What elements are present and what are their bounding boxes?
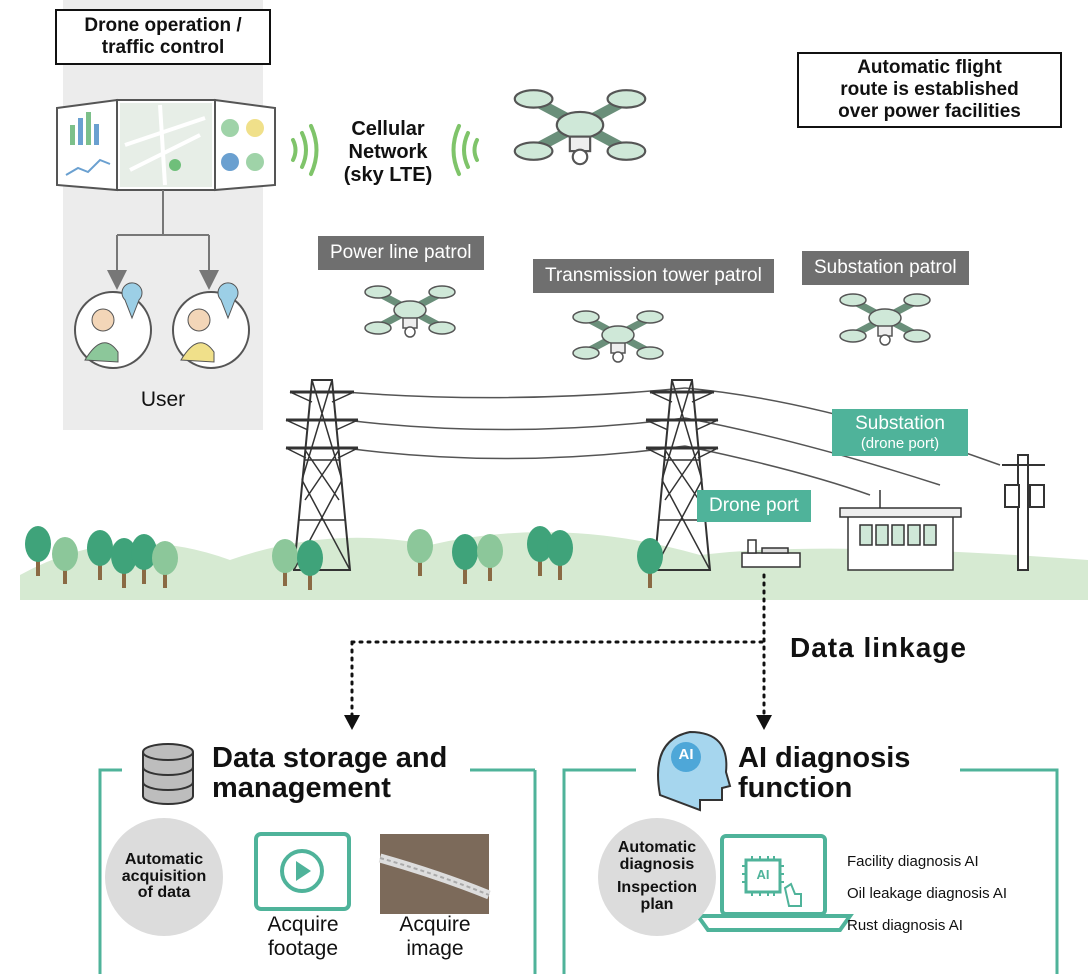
network-line2: Network	[348, 141, 428, 163]
acquire-footage-label: Acquire footage	[248, 913, 358, 961]
storage-frame	[98, 768, 537, 974]
storage-title: Data storage and management	[212, 743, 447, 804]
arrow-head-storage	[344, 715, 360, 730]
substation-port-line2: (drone port)	[860, 434, 940, 452]
substation-building-icon	[839, 490, 962, 571]
laptop-icon	[694, 834, 854, 932]
image-line2: image	[406, 937, 464, 961]
tower-patrol-tag: Transmission tower patrol	[533, 259, 774, 293]
auto-acq-line3: of data	[137, 884, 191, 902]
ai-title: AI diagnosis function	[738, 743, 910, 804]
acquire-image-label: Acquire image	[380, 913, 490, 961]
data-linkage-arrows	[350, 573, 766, 717]
drone-port-icon	[741, 539, 801, 568]
drone-power-line-icon	[365, 286, 455, 337]
ai-item-facility: Facility diagnosis AI	[847, 853, 979, 870]
user-label: User	[140, 388, 186, 411]
route-note-box: Automatic flight route is established ov…	[797, 52, 1062, 128]
auto-acquisition-circle: Automatic acquisition of data	[105, 818, 223, 936]
drone-large-icon	[515, 90, 646, 164]
footage-line2: footage	[267, 937, 339, 961]
utility-pole-icon	[1002, 454, 1045, 571]
ai-chip-text: AI	[756, 867, 770, 882]
control-to-user-arrows	[107, 190, 219, 290]
ai-item-oil-leakage: Oil leakage diagnosis AI	[847, 885, 1008, 902]
ai-head-icon	[657, 730, 732, 812]
ai-title-line2: function	[738, 772, 853, 805]
network-label: Cellular Network (sky LTE)	[318, 118, 458, 187]
data-linkage-label: Data linkage	[790, 632, 967, 663]
play-footage-icon	[254, 832, 351, 911]
wire-image-photo	[378, 834, 491, 914]
substation-port-tag: Substation (drone port)	[832, 409, 968, 457]
plan-line2: plan	[640, 895, 674, 913]
storage-title-line1: Data storage and	[212, 742, 448, 774]
image-line1: Acquire	[399, 913, 471, 936]
auto-diag-line2: diagnosis	[619, 856, 695, 874]
route-note-line1: Automatic flight	[857, 57, 1002, 78]
ai-title-line1: AI diagnosis	[738, 742, 911, 774]
user-avatars-icon	[74, 282, 250, 369]
signal-waves-icon	[291, 124, 479, 176]
auto-acq-line2: acquisition	[121, 867, 207, 885]
monitor-screens-icon	[56, 98, 276, 192]
ai-item-rust: Rust diagnosis AI	[847, 917, 963, 934]
database-icon	[142, 743, 194, 805]
route-note-line2: route is established	[840, 78, 1019, 100]
network-line3: (sky LTE)	[343, 164, 433, 186]
auto-diag-line1: Automatic	[617, 839, 697, 857]
power-line-patrol-tag: Power line patrol	[318, 236, 484, 270]
control-title-box: Drone operation / traffic control	[55, 9, 271, 65]
arrow-head-ai	[756, 715, 772, 730]
control-title-line1: Drone operation /	[84, 15, 242, 36]
drone-tower-icon	[573, 311, 663, 362]
ai-frame	[562, 768, 1059, 974]
ai-head-text: AI	[678, 746, 694, 763]
network-line1: Cellular	[351, 118, 425, 140]
plan-line1: Inspection	[616, 879, 697, 896]
route-note-line3: over power facilities	[838, 100, 1021, 122]
drone-port-tag: Drone port	[697, 490, 811, 522]
control-title-line2: traffic control	[101, 36, 225, 58]
footage-line1: Acquire	[267, 913, 339, 936]
auto-acq-line1: Automatic	[124, 850, 204, 868]
substation-patrol-tag: Substation patrol	[802, 251, 969, 285]
drone-substation-icon	[840, 294, 930, 345]
ai-items-list: Facility diagnosis AI Oil leakage diagno…	[847, 846, 1007, 942]
substation-port-line1: Substation	[855, 413, 945, 434]
auto-diagnosis-circle: Automatic diagnosis Inspection plan	[598, 818, 716, 936]
storage-title-line2: management	[212, 772, 391, 805]
